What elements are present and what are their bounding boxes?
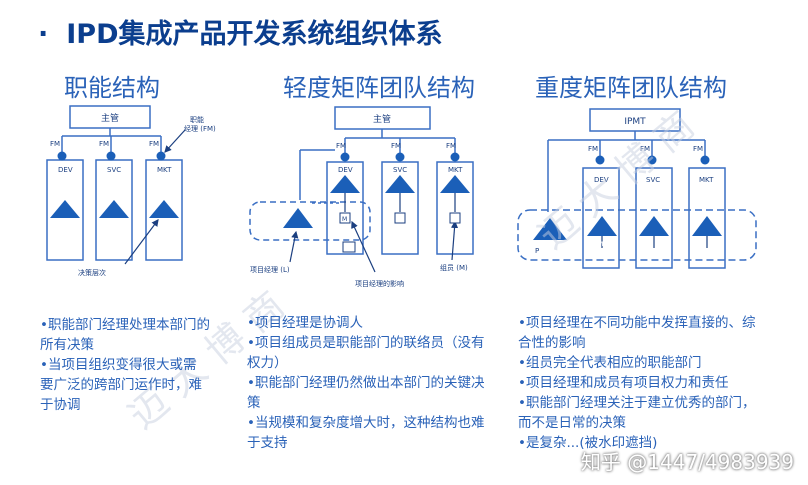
lightweight-matrix-diagram: [249, 106, 474, 255]
page-title: · IPD集成产品开发系统组织体系: [38, 12, 443, 51]
fm-dot: [106, 151, 116, 161]
ipmt-label: IPMT: [624, 117, 646, 127]
fm-dot: [57, 151, 67, 161]
note-line: •组员完全代表相应的职能部门: [518, 355, 702, 371]
team-triangle: [99, 200, 129, 218]
column-box-mkt: [145, 159, 183, 261]
fm-label: FM: [446, 142, 456, 150]
notes-heavyweight-matrix: •项目经理在不同功能中发挥直接的、综 合性的影响 •组员完全代表相应的职能部门 •项…: [518, 313, 788, 453]
note-line: 权力）: [247, 355, 288, 371]
note-line: •职能部门经理处理本部门的: [40, 317, 210, 333]
column-label-dev: DEV: [594, 176, 609, 184]
notes-lightweight-matrix: •项目经理是协调人 •项目组成员是职能部门的联络员（没有 权力） •职能部门经理仍然…: [247, 313, 507, 453]
fm-label: FM: [391, 142, 401, 150]
fm-dot: [647, 155, 657, 165]
mkt-triangle: [440, 175, 470, 193]
svc-triangle: [639, 216, 669, 236]
fm-dot: [395, 152, 405, 162]
column-label-mkt: MKT: [157, 166, 172, 174]
member-mark: M: [598, 241, 603, 248]
manager-label: 主管: [101, 112, 119, 124]
fm-dot: [156, 151, 166, 161]
project-team-dashed-box: [249, 201, 371, 241]
column-label-mkt: MKT: [699, 176, 714, 184]
callout-member: 组员 (M): [440, 263, 468, 272]
fm-label: FM: [99, 140, 109, 148]
note-line: •是复杂...(被水印遮挡): [518, 435, 658, 451]
note-line: •项目经理是协调人: [247, 315, 363, 331]
note-line: •当规模和复杂度增大时，这种结构也难: [247, 415, 485, 431]
note-line: 合性的影响: [518, 335, 586, 351]
column-box-dev: [46, 159, 84, 261]
project-manager-triangle: [283, 208, 313, 228]
callout-project-manager: 项目经理 (L): [250, 265, 290, 274]
fm-label: FM: [149, 140, 159, 148]
team-triangle: [50, 200, 80, 218]
callout-pm-influence: 项目经理的影响: [355, 279, 404, 288]
callout-functional-manager: 职能经理 (FM): [184, 115, 216, 133]
fm-dot: [340, 152, 350, 162]
column-box-svc: [635, 167, 673, 269]
dev-triangle: [330, 175, 360, 193]
pm-mark: P: [535, 247, 539, 255]
note-line: •当项目组织变得很大或需: [40, 357, 197, 373]
callout-decision-level: 决策层次: [78, 268, 106, 277]
bullet-mark: ·: [38, 19, 49, 50]
column-label-svc: SVC: [646, 176, 660, 184]
fm-label: FM: [50, 140, 60, 148]
column-label-dev: DEV: [338, 166, 353, 174]
section-title-lightweight-matrix: 轻度矩阵团队结构: [283, 74, 475, 102]
note-line: 于协调: [40, 397, 81, 413]
member-square: [339, 212, 351, 224]
column-box-svc: [95, 159, 133, 261]
svc-triangle: [385, 175, 415, 193]
column-label-dev: DEV: [58, 166, 73, 174]
influence-square: [342, 241, 356, 253]
column-box-dev: [582, 167, 620, 269]
section-title-functional: 职能结构: [64, 74, 160, 102]
functional-diagram: [46, 105, 183, 261]
fm-dot: [450, 152, 460, 162]
note-line: •项目经理在不同功能中发挥直接的、综: [518, 315, 756, 331]
column-label-svc: SVC: [107, 166, 121, 174]
fm-label: FM: [693, 145, 703, 153]
fm-label: FM: [588, 145, 598, 153]
member-mark: M: [342, 216, 347, 223]
column-label-svc: SVC: [393, 166, 407, 174]
fm-dot: [700, 155, 710, 165]
note-line: 策: [247, 395, 261, 411]
column-label-mkt: MKT: [448, 166, 463, 174]
column-box-mkt: [688, 167, 726, 269]
note-line: •项目经理和成员有项目权力和责任: [518, 375, 729, 391]
title-text: IPD集成产品开发系统组织体系: [66, 19, 443, 50]
fm-label: FM: [336, 142, 346, 150]
note-line: •职能部门经理关注于建立优秀的部门，: [518, 395, 756, 411]
notes-functional: •职能部门经理处理本部门的 所有决策 •当项目组织变得很大或需 要广泛的跨部门运作…: [40, 315, 220, 415]
mkt-triangle: [692, 216, 722, 236]
column-box-dev: [326, 161, 364, 255]
column-box-svc: [381, 161, 419, 255]
dev-triangle: [587, 216, 617, 236]
section-title-heavyweight-matrix: 重度矩阵团队结构: [535, 74, 727, 102]
project-manager-triangle: [533, 218, 567, 240]
note-line: •职能部门经理仍然做出本部门的关键决: [247, 375, 485, 391]
member-square: [449, 212, 461, 224]
footer-watermark: 知乎 @1447/4983939: [580, 450, 794, 474]
fm-label: FM: [640, 145, 650, 153]
note-line: 于支持: [247, 435, 288, 451]
column-box-mkt: [436, 161, 474, 255]
note-line: 而不是日常的决策: [518, 415, 626, 431]
note-line: 所有决策: [40, 337, 94, 353]
member-square: [394, 212, 406, 224]
manager-label: 主管: [373, 113, 391, 125]
team-triangle: [149, 200, 179, 218]
fm-dot: [595, 155, 605, 165]
heavyweight-matrix-diagram: [517, 108, 757, 269]
note-line: 要广泛的跨部门运作时，难: [40, 377, 202, 393]
note-line: •项目组成员是职能部门的联络员（没有: [247, 335, 485, 351]
project-team-dashed-box: [517, 209, 757, 261]
